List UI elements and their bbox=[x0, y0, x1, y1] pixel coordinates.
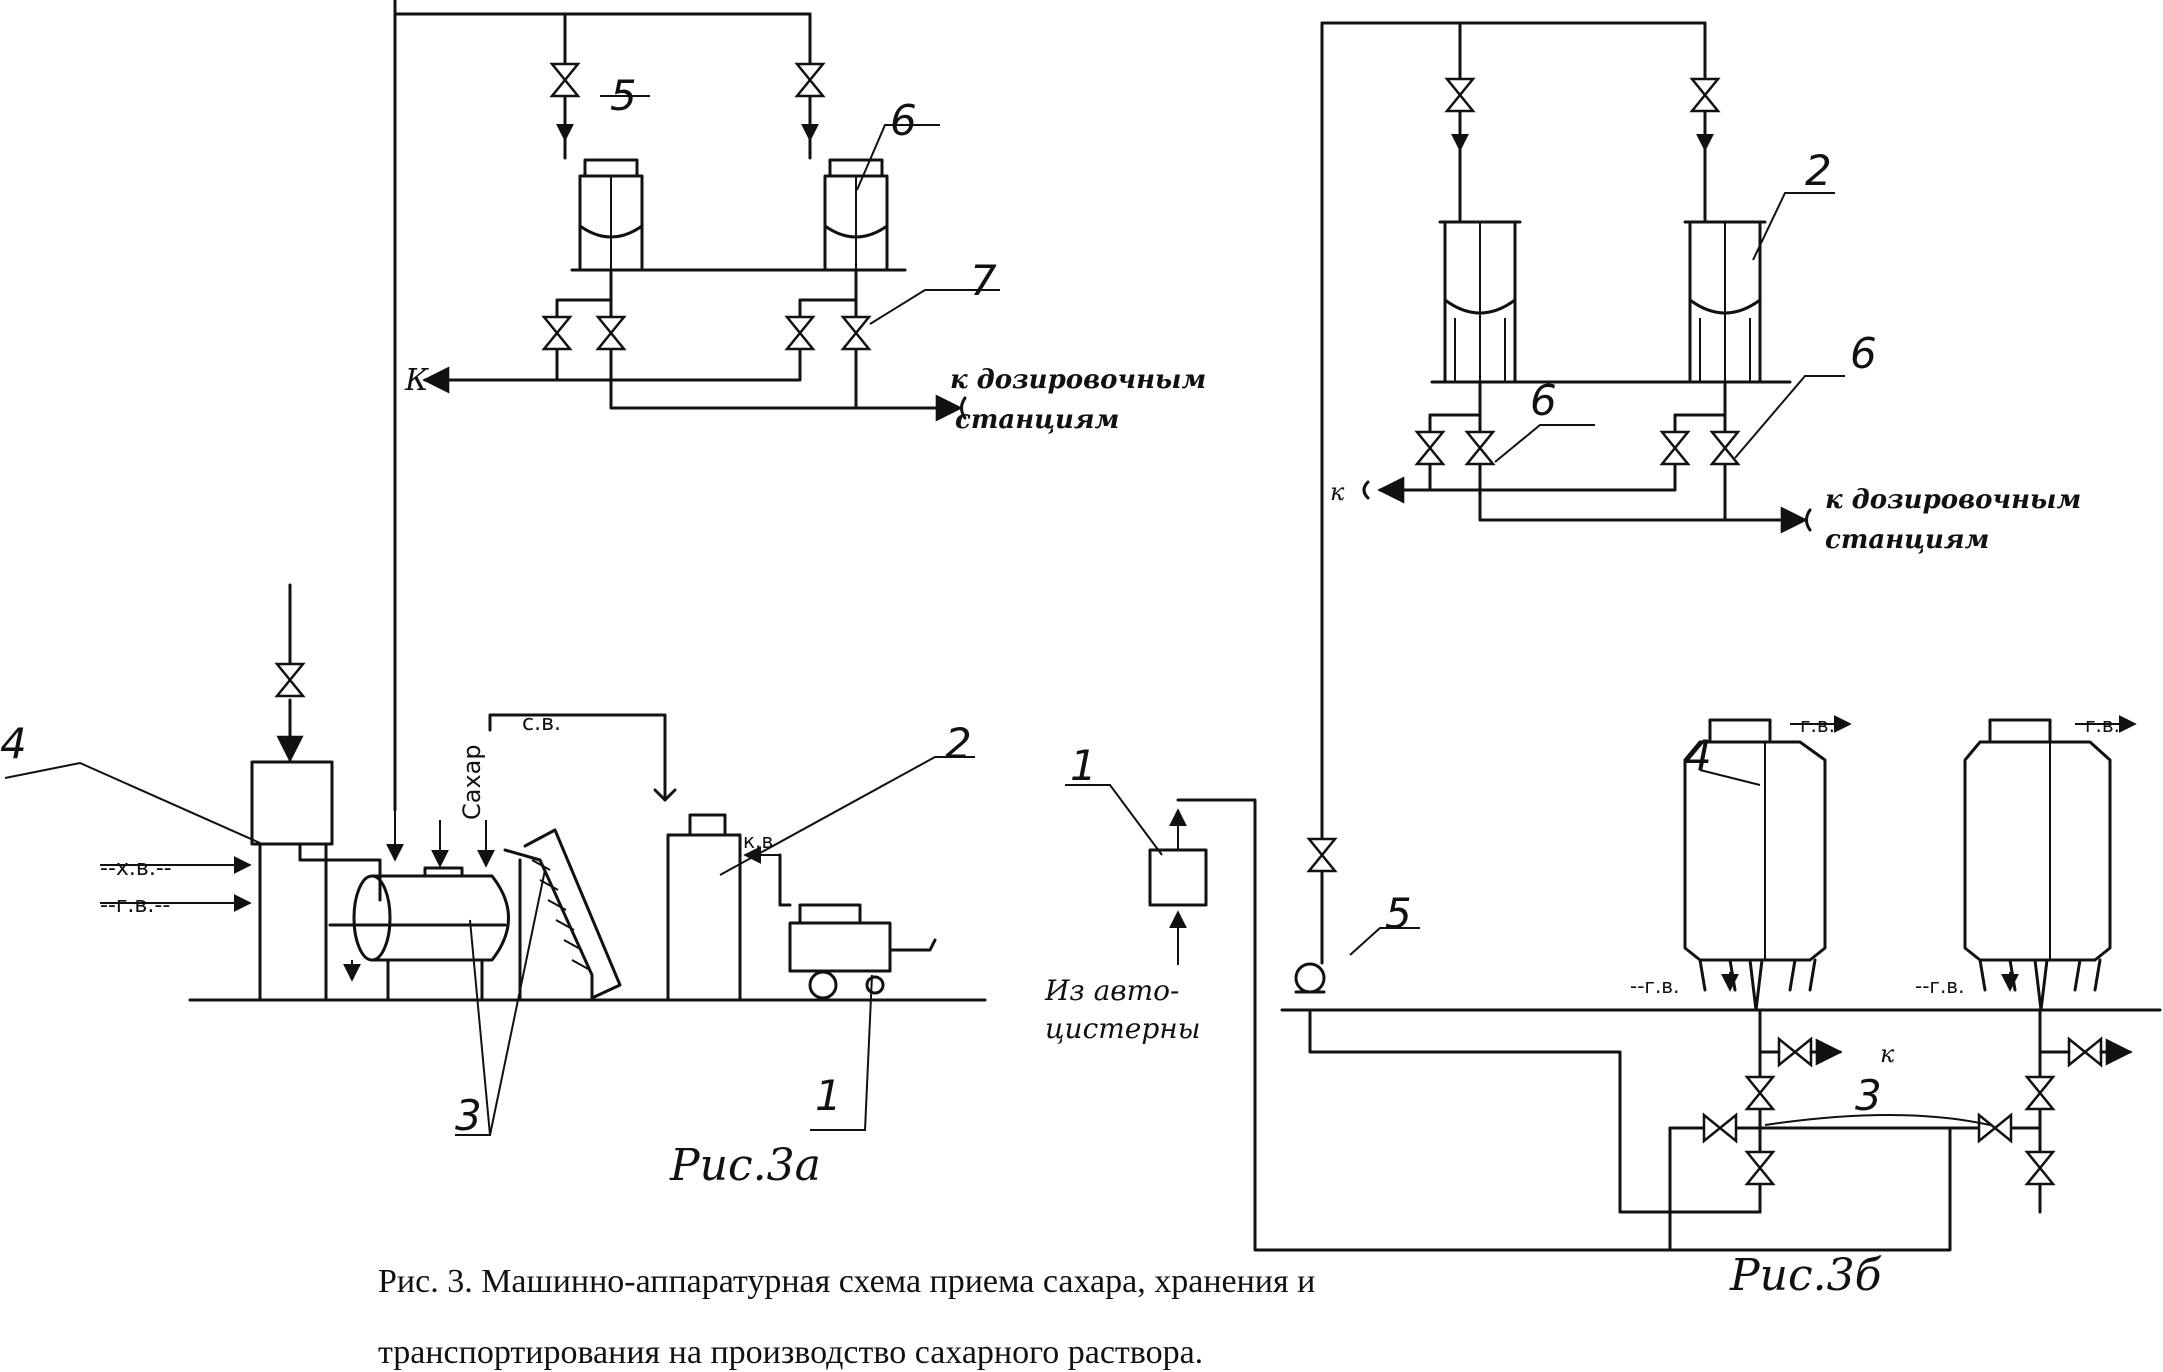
to-stations-b-1: к дозировочным bbox=[1825, 485, 2081, 515]
caption-line-1: Рис. 3. Машинно-аппаратурная схема прием… bbox=[378, 1263, 1316, 1300]
unit-1-receiver bbox=[1148, 798, 1952, 1252]
hot-water-bottom-left: --г.в. bbox=[1630, 974, 1679, 998]
label-5b: 5 bbox=[1385, 889, 1412, 938]
valve-b-top-right bbox=[1690, 77, 1720, 113]
label-2a: 2 bbox=[945, 719, 972, 768]
cold-water-label: --х.в.-- bbox=[100, 856, 172, 881]
figure-3a bbox=[4, 0, 1000, 1136]
valve-6-b4 bbox=[1710, 430, 1740, 466]
tank-4-right bbox=[1963, 715, 2137, 1012]
hot-water-tank-right: г.в. bbox=[2085, 713, 2120, 737]
sv-label: с.в. bbox=[522, 711, 561, 736]
valve-7-a2 bbox=[596, 315, 626, 351]
to-stations-a-2: станциям bbox=[955, 405, 1119, 435]
unit-3-horizontal-tank bbox=[328, 810, 510, 1002]
hot-water-bottom-right: --г.в. bbox=[1915, 974, 1964, 998]
to-stations-a-1: к дозировочным bbox=[950, 365, 1206, 395]
label-6b-1: 6 bbox=[1530, 376, 1557, 425]
from-truck-2: цистерны bbox=[1045, 1012, 1201, 1045]
tank-4-left bbox=[1683, 715, 1852, 1012]
label-6a: 6 bbox=[890, 96, 917, 145]
valve-7-b1 bbox=[785, 315, 815, 351]
valve-5-right bbox=[795, 62, 825, 98]
label-2b: 2 bbox=[1805, 146, 1832, 195]
figure-3b bbox=[1065, 21, 2162, 1252]
valve-6-b3 bbox=[1660, 430, 1690, 466]
label-7a: 7 bbox=[970, 256, 997, 305]
inclined-screw-conveyor bbox=[503, 828, 622, 1002]
label-1b: 1 bbox=[1070, 741, 1097, 790]
sugar-label: Сахар bbox=[458, 744, 486, 820]
label-6b-2: 6 bbox=[1850, 329, 1877, 378]
figure-label-3a: Рис.3а bbox=[669, 1140, 821, 1191]
label-3a: 3 bbox=[455, 1091, 482, 1140]
tank-2-right bbox=[1683, 220, 1767, 384]
hot-water-tank-left: г.в. bbox=[1800, 713, 1835, 737]
label-1a: 1 bbox=[815, 1071, 842, 1120]
tank-6-left bbox=[578, 158, 644, 272]
valve-6-b2 bbox=[1465, 430, 1495, 466]
kv-label: к.в bbox=[743, 829, 773, 853]
valve-6-b1 bbox=[1415, 430, 1445, 466]
label-4a: 4 bbox=[0, 719, 27, 768]
valve-b-pump bbox=[1307, 837, 1337, 873]
label-5a: 5 bbox=[610, 71, 637, 120]
from-truck-1: Из авто- bbox=[1044, 974, 1179, 1007]
hot-water-label-a: --г.в.-- bbox=[100, 893, 170, 918]
k-label-b: к bbox=[1330, 478, 1345, 506]
to-stations-b-2: станциям bbox=[1825, 525, 1989, 555]
label-4b: 4 bbox=[1685, 731, 1712, 780]
unit-2-water-tank bbox=[488, 713, 792, 1002]
valve-5-left bbox=[550, 62, 580, 98]
tank-2-left bbox=[1438, 220, 1522, 384]
tank-6-right bbox=[823, 158, 889, 272]
label-3b: 3 bbox=[1855, 1071, 1882, 1120]
unit-4-dissolver bbox=[100, 583, 382, 1002]
unit-1-pump-cart bbox=[788, 903, 937, 1000]
valve-7-b2 bbox=[841, 315, 871, 351]
k-label-a: К bbox=[404, 363, 429, 398]
figure-label-3b: Рис.3б bbox=[1729, 1250, 1882, 1301]
valve-b-top-left bbox=[1445, 77, 1475, 113]
caption-line-2: транспортирования на производство сахарн… bbox=[378, 1334, 1204, 1371]
pump-5 bbox=[1294, 962, 1326, 994]
k-label-b-bottom: к bbox=[1880, 1040, 1895, 1068]
valve-7-a1 bbox=[542, 315, 572, 351]
manifold-3 bbox=[1668, 1008, 2130, 1252]
